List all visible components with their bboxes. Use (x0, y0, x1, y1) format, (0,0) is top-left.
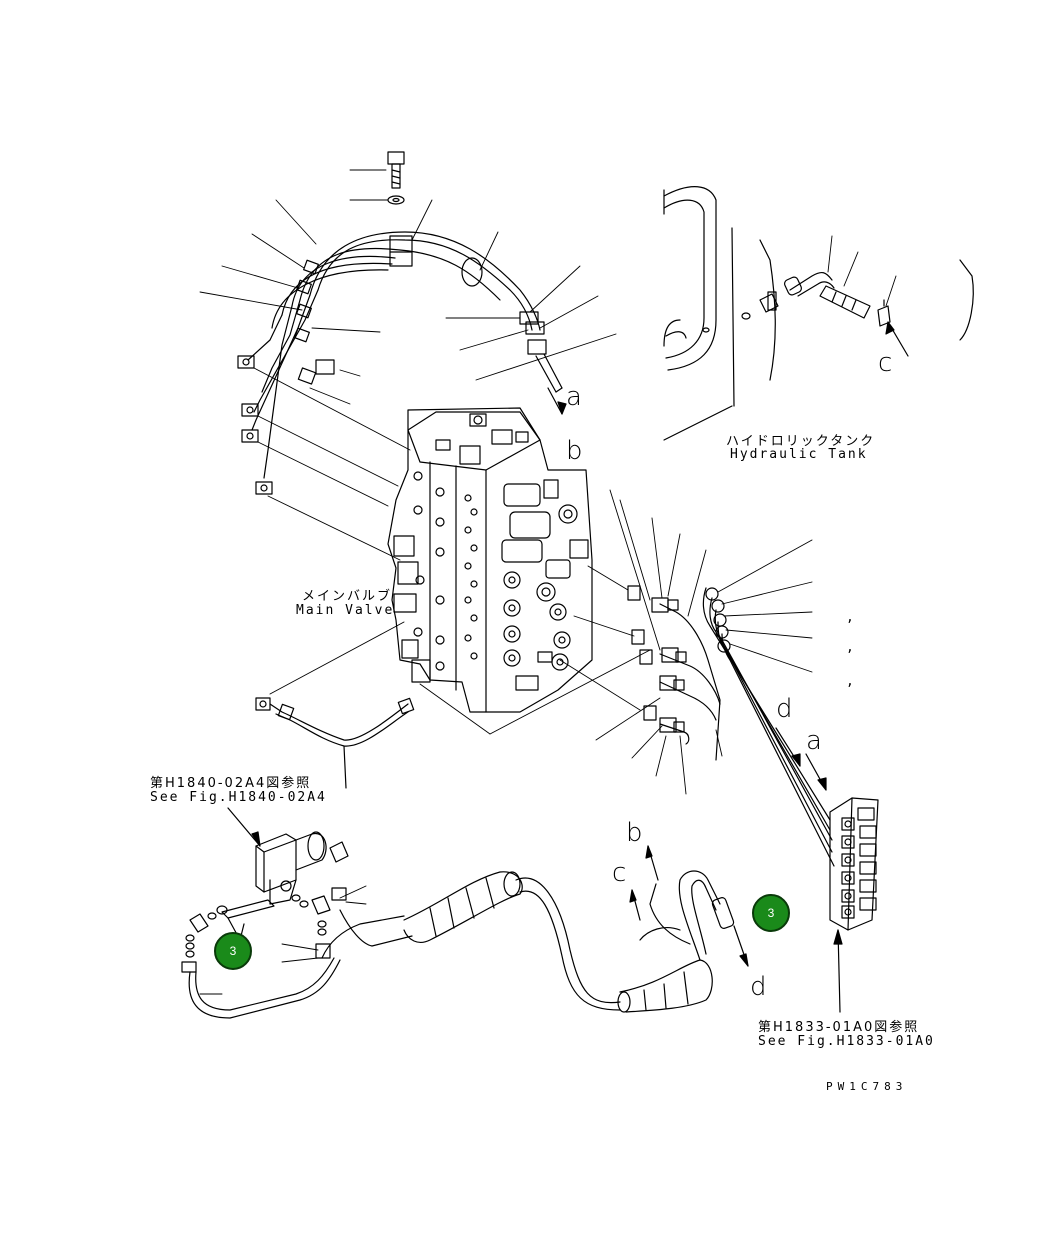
hydraulic-tank-label-en: Hydraulic Tank (730, 447, 868, 462)
bolt-icon (387, 151, 405, 205)
callout-badge-3[interactable]: 3 (752, 894, 790, 932)
comma-mark: , (846, 674, 856, 689)
arrow-to-c-bottom (629, 889, 641, 921)
callout-badge-3[interactable]: 3 (214, 932, 252, 970)
reference-label-1-jp: 第H1840-02A4図参照 (150, 776, 312, 791)
main-valve-icon (387, 407, 593, 713)
drawing-code: PW1C783 (826, 1080, 908, 1093)
connection-letter-a-top: a (566, 382, 582, 412)
elbow-fittings-left (237, 355, 273, 711)
connection-letter-b-bottom: b (626, 818, 643, 848)
left-hose-ends (247, 259, 335, 479)
arrow-to-a-top (547, 387, 567, 415)
arrow-to-a-right (805, 753, 827, 791)
reference-label-2-jp: 第H1833-01A0図参照 (758, 1020, 920, 1035)
arrow-to-manifold-ref (833, 929, 843, 1013)
comma-mark: , (846, 610, 856, 625)
main-valve-label-jp: メインバルブ (302, 589, 393, 604)
leader-lines-bottom-left (199, 885, 367, 995)
arrow-to-d-bottom (733, 925, 749, 967)
return-hose-left (269, 697, 415, 789)
manifold-block-icon (829, 797, 879, 931)
connection-letter-c-top: c (878, 348, 893, 378)
reference-label-1-en: See Fig.H1840-02A4 (150, 790, 327, 805)
connection-letter-b-top: b (566, 436, 583, 466)
pilot-hoses-right (627, 585, 835, 867)
solenoid-valve-icon (181, 831, 349, 973)
connection-letter-a-right: a (806, 726, 822, 756)
leader-lines-tank (827, 235, 897, 307)
wrapped-hoses-bottom (188, 870, 735, 1019)
main-valve-label-en: Main Valve (296, 603, 395, 618)
hydraulic-tank-icon (663, 186, 974, 441)
comma-mark: , (846, 640, 856, 655)
connection-letter-c-bottom: c (612, 858, 627, 888)
arrow-to-c-top (885, 321, 909, 357)
connection-letter-d-bottom: d (750, 972, 767, 1002)
leader-lines-left (199, 169, 617, 695)
hydraulic-tank-label-jp: ハイドロリックタンク (726, 434, 876, 449)
connection-letter-d-right: d (776, 694, 793, 724)
arrow-to-b-bottom (645, 845, 659, 881)
reference-label-2-en: See Fig.H1833-01A0 (758, 1034, 935, 1049)
arrow-to-d-right (775, 727, 801, 767)
leader-lines-right (595, 517, 813, 795)
leader-lines-valve (419, 489, 661, 735)
arrow-to-solenoid-ref (227, 807, 261, 847)
